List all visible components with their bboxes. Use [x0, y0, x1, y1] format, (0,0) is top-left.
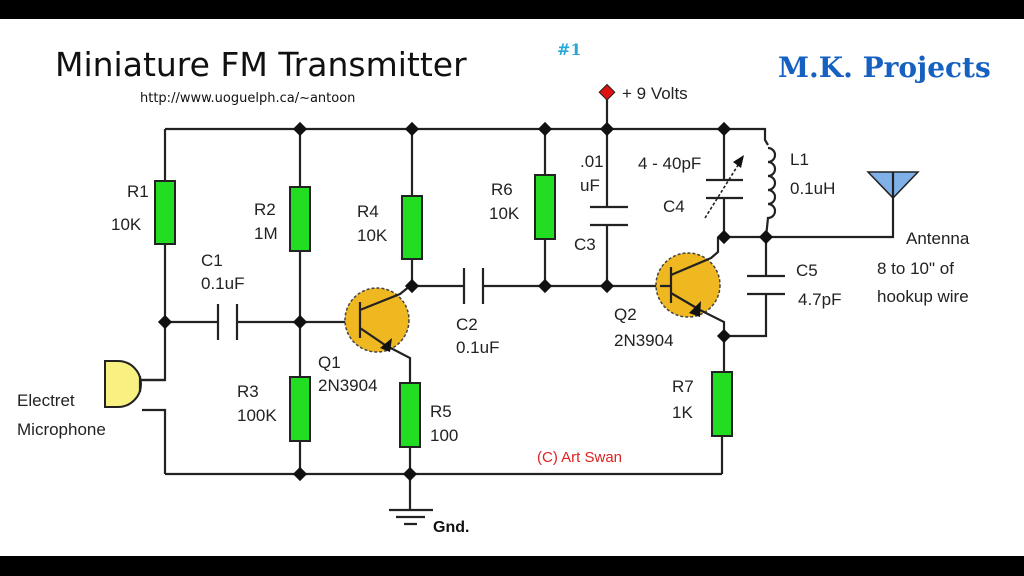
c3-value-line1: .01	[580, 152, 604, 171]
r4-name: R4	[357, 202, 379, 221]
resistor-r1	[154, 180, 176, 245]
resistor-r2	[289, 186, 311, 252]
inductor-l1	[764, 146, 777, 238]
c3-value-line2: uF	[580, 176, 600, 195]
junction-dot	[292, 314, 308, 330]
r1-name: R1	[127, 182, 149, 201]
mic-label-line2: Microphone	[17, 420, 106, 439]
r2-value: 1M	[254, 224, 278, 243]
junction-dot	[758, 229, 774, 245]
antenna-label: Antenna	[906, 229, 970, 248]
supply-terminal-icon	[598, 83, 616, 101]
r4-value: 10K	[357, 226, 388, 245]
brand-logo: M.K. Projects	[778, 51, 991, 84]
schematic-frame: Miniature FM Transmitter #1 http://www.u…	[0, 19, 1024, 556]
antenna-note-line1: 8 to 10" of	[877, 259, 954, 278]
junction-dot	[402, 466, 418, 482]
c3-name: C3	[574, 235, 596, 254]
r3-value: 100K	[237, 406, 277, 425]
junction-dot	[537, 278, 553, 294]
q1-value: 2N3904	[318, 376, 378, 395]
junction-dots	[157, 121, 774, 482]
c5-value: 4.7pF	[798, 290, 841, 309]
junction-dot	[404, 121, 420, 137]
r5-name: R5	[430, 402, 452, 421]
c2-value: 0.1uF	[456, 338, 499, 357]
q1-name: Q1	[318, 353, 341, 372]
mic-label-line1: Electret	[17, 391, 75, 410]
resistor-r7	[711, 371, 733, 437]
junction-dot	[716, 229, 732, 245]
resistor-r6	[534, 174, 556, 240]
c4-name: C4	[663, 197, 685, 216]
r5-value: 100	[430, 426, 458, 445]
antenna-note-line2: hookup wire	[877, 287, 969, 306]
junction-dot	[537, 121, 553, 137]
c4-adjust-arrow-icon	[733, 155, 744, 168]
l1-name: L1	[790, 150, 809, 169]
supply-label: + 9 Volts	[622, 84, 688, 103]
r3-name: R3	[237, 382, 259, 401]
junction-dot	[716, 328, 732, 344]
ground-label: Gnd.	[433, 519, 469, 536]
r7-value: 1K	[672, 403, 693, 422]
c5-name: C5	[796, 261, 818, 280]
junction-dot	[292, 466, 308, 482]
ground-icon	[389, 508, 433, 526]
q2-name: Q2	[614, 305, 637, 324]
q2-emitter-arrow-icon	[689, 301, 701, 317]
junction-dot	[157, 314, 173, 330]
r6-value: 10K	[489, 204, 520, 223]
resistor-r3	[289, 376, 311, 442]
c2-name: C2	[456, 315, 478, 334]
r2-name: R2	[254, 200, 276, 219]
source-url: http://www.uoguelph.ca/~antoon	[140, 91, 355, 106]
junction-dot	[599, 121, 615, 137]
transistor-q1	[344, 287, 410, 353]
copyright-credit: (C) Art Swan	[537, 449, 622, 466]
junction-dot	[599, 278, 615, 294]
c1-name: C1	[201, 251, 223, 270]
r1-value: 10K	[111, 215, 142, 234]
resistor-r4	[401, 195, 423, 260]
l1-value: 0.1uH	[790, 179, 835, 198]
circuit-schematic: Miniature FM Transmitter #1 http://www.u…	[17, 40, 991, 536]
r7-name: R7	[672, 377, 694, 396]
resistor-r5	[399, 382, 421, 448]
c4-value: 4 - 40pF	[638, 154, 701, 173]
junction-dot	[716, 121, 732, 137]
q2-value: 2N3904	[614, 331, 674, 350]
c1-value: 0.1uF	[201, 274, 244, 293]
q1-emitter-arrow-icon	[380, 338, 392, 352]
microphone-icon	[104, 360, 142, 408]
schematic-title: Miniature FM Transmitter	[55, 45, 467, 84]
junction-dot	[404, 278, 420, 294]
r6-name: R6	[491, 180, 513, 199]
junction-dot	[292, 121, 308, 137]
title-number: #1	[557, 40, 582, 59]
